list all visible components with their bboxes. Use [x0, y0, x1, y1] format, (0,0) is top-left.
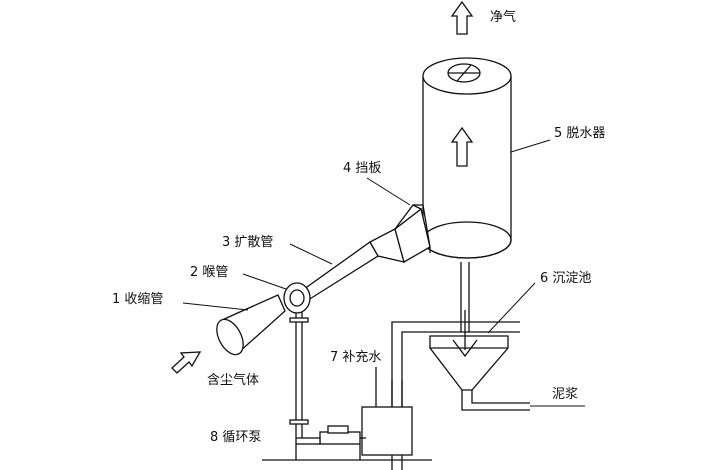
label-settling-tank: 6 沉淀池 [540, 271, 591, 286]
leader-throat [242, 273, 287, 290]
leader-diffuser [289, 243, 333, 265]
settling-tank [391, 321, 530, 470]
label-baffle: 4 挡板 [343, 161, 381, 176]
leader-dewaterer [510, 139, 551, 153]
leader-baffle [366, 177, 411, 206]
dusty-gas-inlet-arrow [171, 351, 202, 374]
label-clean-gas: 净气 [490, 9, 516, 25]
label-sludge: 泥浆 [552, 387, 578, 402]
diffuser-pipe [299, 228, 405, 303]
convergent-tube [216, 294, 286, 356]
baffle-box [394, 204, 431, 263]
drain-pipe [460, 262, 470, 332]
label-diffuser: 3 扩散管 [222, 235, 273, 250]
label-throat: 2 喉管 [190, 265, 228, 280]
throat-ring [283, 282, 311, 314]
internal-flow-arrow [450, 126, 474, 167]
circulating-pump [295, 425, 366, 460]
water-supply-riser [289, 312, 309, 438]
leader-convergent [182, 302, 249, 311]
water-tank [361, 380, 413, 456]
label-dusty-gas: 含尘气体 [207, 372, 259, 388]
label-pump: 8 循环泵 [210, 430, 261, 445]
label-dewaterer: 5 脱水器 [554, 126, 605, 141]
settling-flow-arrow [452, 310, 478, 358]
dewaterer-cylinder [422, 57, 512, 259]
clean-gas-outlet-arrow [450, 0, 474, 35]
label-convergent: 1 收缩管 [112, 291, 163, 307]
label-makeup-water: 7 补充水 [330, 349, 381, 365]
leader-settling-tank [487, 282, 536, 334]
